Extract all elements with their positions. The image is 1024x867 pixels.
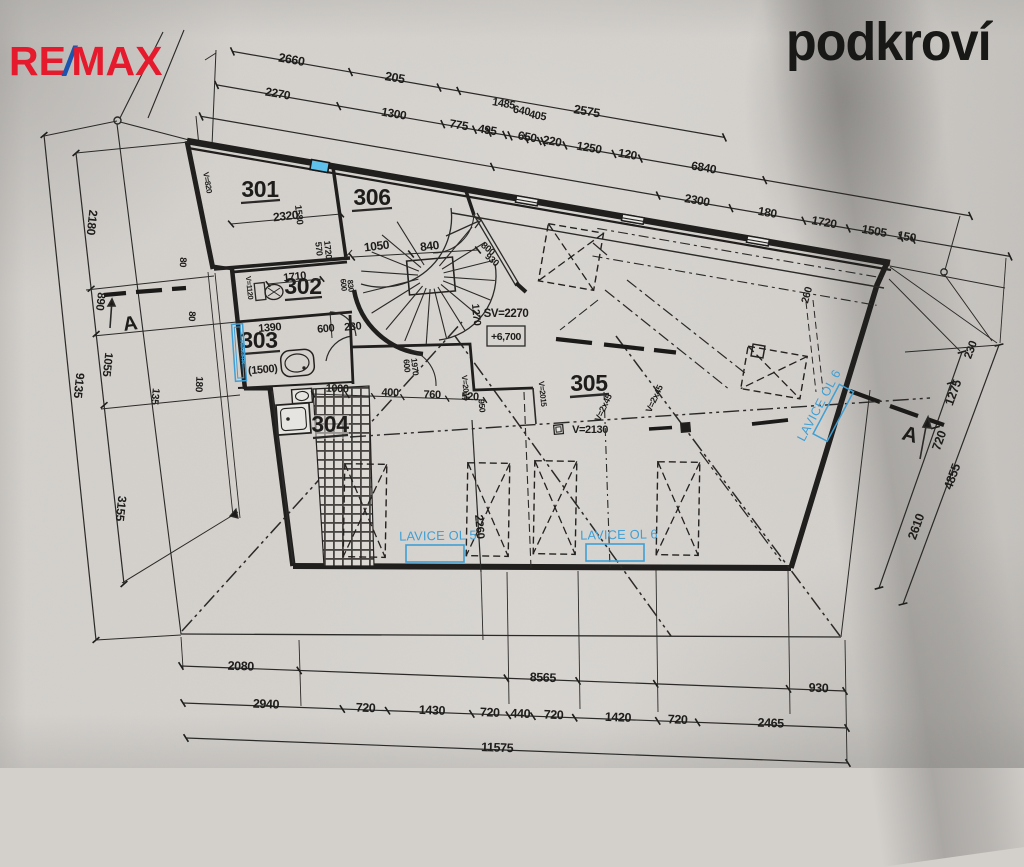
svg-text:720: 720: [543, 708, 564, 723]
svg-text:600: 600: [317, 322, 335, 335]
svg-text:LAVICE OL 5: LAVICE OL 5: [399, 527, 477, 543]
svg-text:2575: 2575: [573, 102, 602, 120]
svg-text:720: 720: [668, 712, 689, 727]
svg-text:LAVICE OL 6: LAVICE OL 6: [580, 526, 658, 542]
svg-text:V=820: V=820: [201, 171, 214, 195]
svg-text:230: 230: [344, 320, 362, 333]
svg-text:2270: 2270: [264, 85, 292, 103]
svg-text:180: 180: [193, 376, 205, 393]
svg-text:V=1120: V=1120: [244, 276, 255, 300]
svg-text:301: 301: [241, 176, 279, 202]
svg-text:720: 720: [480, 705, 501, 720]
svg-text:570: 570: [313, 241, 324, 256]
svg-text:8565: 8565: [529, 670, 556, 685]
svg-text:230: 230: [962, 339, 979, 360]
svg-text:400: 400: [381, 387, 399, 400]
svg-text:720: 720: [355, 701, 376, 716]
svg-text:600: 600: [401, 359, 412, 374]
svg-text:V=2130: V=2130: [572, 424, 608, 436]
svg-text:950: 950: [476, 399, 487, 414]
svg-text:3155: 3155: [113, 495, 130, 522]
svg-text:2080: 2080: [227, 659, 254, 674]
svg-text:120: 120: [617, 146, 639, 163]
svg-text:1000: 1000: [325, 383, 349, 396]
svg-text:775: 775: [448, 116, 470, 133]
svg-text:2660: 2660: [277, 51, 306, 69]
svg-text:260: 260: [799, 285, 815, 304]
svg-text:720: 720: [929, 429, 949, 453]
svg-text:REG.STR: REG.STR: [238, 340, 246, 365]
svg-text:306: 306: [353, 184, 390, 210]
svg-text:1720: 1720: [322, 240, 334, 260]
svg-text:650: 650: [517, 128, 539, 145]
svg-text:830: 830: [345, 279, 355, 293]
svg-text:2180: 2180: [84, 209, 101, 236]
svg-text:440: 440: [510, 706, 531, 721]
svg-text:SV=2270: SV=2270: [484, 308, 529, 320]
svg-text:1300: 1300: [380, 105, 408, 123]
svg-text:2465: 2465: [757, 716, 784, 731]
svg-text:150: 150: [896, 228, 918, 245]
svg-text:V=2015: V=2015: [460, 375, 472, 402]
svg-text:80: 80: [177, 257, 189, 267]
svg-text:A: A: [900, 422, 921, 448]
svg-text:2940: 2940: [253, 697, 280, 712]
svg-text:1580: 1580: [292, 204, 305, 225]
svg-text:840: 840: [419, 238, 440, 254]
svg-text:V=2015: V=2015: [537, 381, 549, 408]
svg-text:1420: 1420: [605, 710, 632, 725]
svg-text:890: 890: [93, 292, 107, 311]
svg-text:A: A: [122, 312, 139, 336]
svg-text:2320: 2320: [272, 208, 299, 225]
svg-text:9135: 9135: [71, 372, 88, 399]
svg-text:1720: 1720: [811, 213, 839, 231]
svg-text:1270: 1270: [469, 303, 483, 326]
svg-text:220: 220: [542, 133, 564, 150]
svg-text:6840: 6840: [690, 159, 718, 177]
svg-text:303: 303: [240, 327, 277, 353]
svg-text:1430: 1430: [419, 703, 446, 718]
svg-text:1055: 1055: [100, 352, 115, 378]
svg-text:135: 135: [148, 388, 162, 406]
svg-text:205: 205: [384, 69, 406, 86]
svg-text:600: 600: [338, 278, 348, 292]
svg-text:305: 305: [570, 370, 608, 396]
svg-text:405: 405: [528, 109, 547, 124]
svg-text:1970: 1970: [409, 358, 421, 377]
svg-text:1485: 1485: [491, 96, 516, 112]
svg-text:302: 302: [284, 273, 321, 299]
svg-text:1250: 1250: [576, 139, 604, 157]
svg-text:304: 304: [311, 411, 349, 437]
svg-text:640: 640: [512, 104, 531, 119]
svg-text:80: 80: [186, 311, 198, 321]
svg-text:1505: 1505: [861, 222, 889, 240]
svg-text:180: 180: [757, 204, 779, 221]
svg-text:930: 930: [808, 681, 829, 696]
svg-text:760: 760: [423, 389, 441, 402]
svg-text:2300: 2300: [684, 191, 712, 209]
svg-text:+6,700: +6,700: [491, 331, 522, 343]
svg-text:1050: 1050: [363, 237, 390, 254]
svg-text:1390: 1390: [258, 321, 282, 335]
svg-text:520: 520: [461, 391, 479, 404]
svg-text:(1500): (1500): [248, 363, 279, 378]
svg-text:11575: 11575: [481, 740, 514, 755]
